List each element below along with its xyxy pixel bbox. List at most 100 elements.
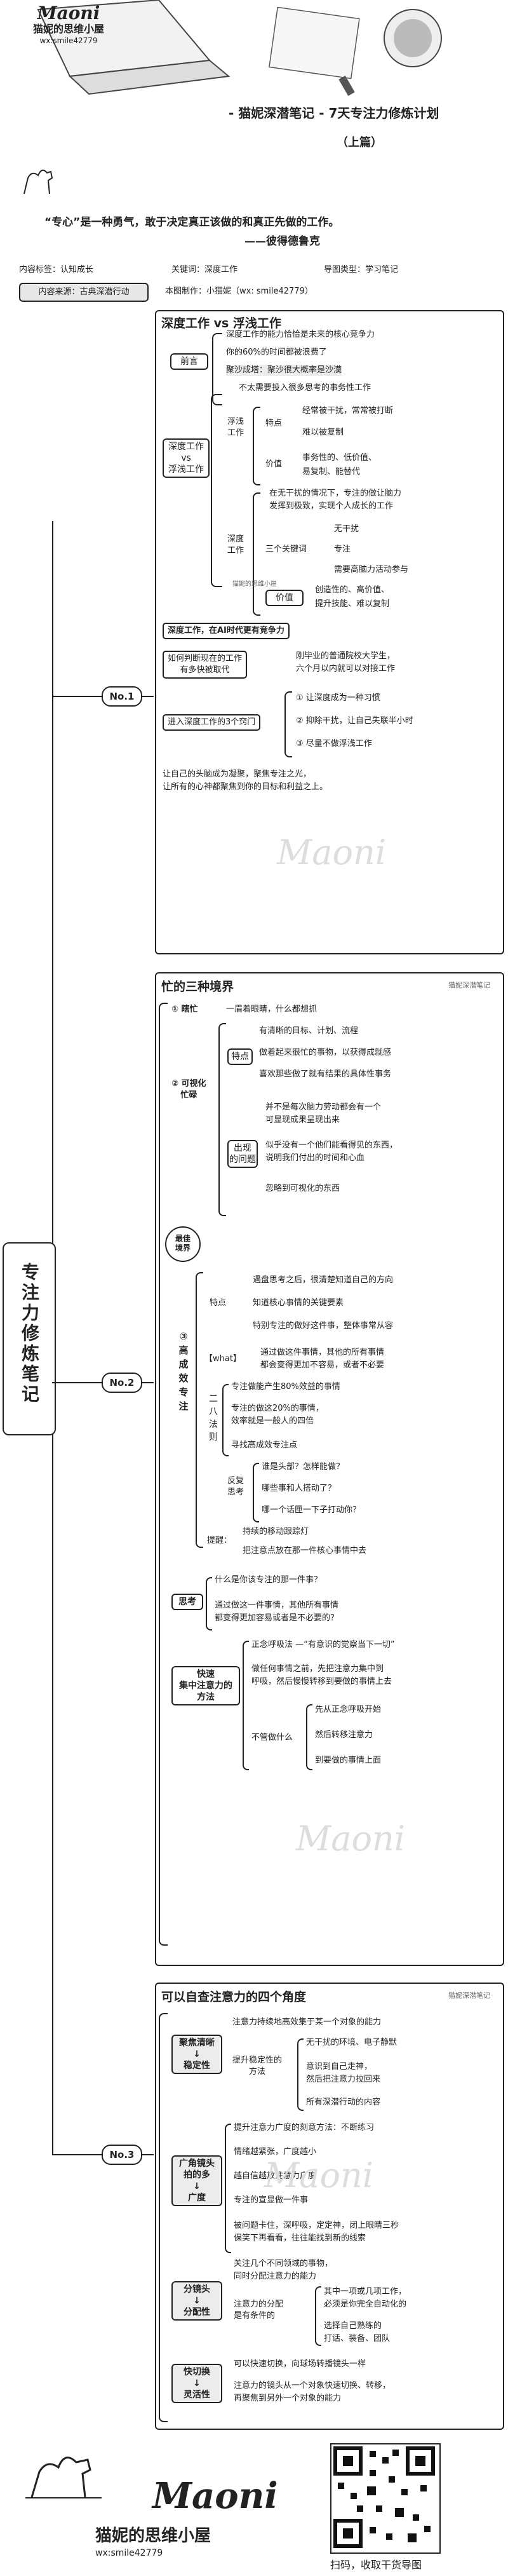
s2-prob-2: 似乎没有一个他们能看得见的东西， (265, 1141, 398, 1150)
compare-bracket (211, 394, 222, 587)
no1-panel: 深度工作 vs 浮浅工作 前言 深度工作的能力恰恰是未来的核心竞争力 你的60%… (155, 310, 504, 954)
s3-reflect-2: 哪一个话匣一下子打动你？ (262, 1505, 361, 1515)
deep-desc-1: 发挥到极致，实现个人成长的工作 (269, 501, 394, 511)
s2-prob-label: 出现 的问题 (227, 1140, 258, 1168)
no1-bg-watermark: Maoni (277, 832, 387, 872)
tag-type: 导图类型：学习笔记 (324, 265, 399, 275)
focus-2: 呼吸，然后慢慢转移到要做的事情上去 (251, 1677, 392, 1686)
s2-feat-label: 特点 (227, 1048, 253, 1065)
a3-cond: 注意力的分配 是有条件的 (234, 2300, 284, 2321)
focus-1: 做任何事情之前，先把注意力集中到 (251, 1664, 384, 1674)
s3-bracket (196, 1272, 203, 1548)
enter-item-2: ③ 尽量不做浮浅工作 (296, 739, 372, 749)
s2-prob-1: 可显现成果呈现出来 (265, 1115, 340, 1125)
root-title: 专注力修炼笔记 (19, 1263, 40, 1405)
enter-item-0: ① 让深度成为一种习惯 (296, 693, 380, 703)
quote-line2: ——彼得德鲁克 (244, 235, 320, 248)
deep-node: 深度 工作 (227, 534, 244, 555)
notdo-0: 先从正念呼吸开始 (315, 1705, 382, 1714)
enter-item-1: ② 抑除干扰，让自己失联半小时 (296, 716, 413, 726)
tag-category: 内容标签：认知成长 (19, 265, 94, 275)
no3-main-bracket (159, 2013, 168, 2422)
example-q: 如何判断现在的工作 有多快被取代 (163, 651, 248, 679)
deep-value-1: 提升技能、难以复制 (315, 599, 390, 609)
a1-item-0: 无干扰的环境、电子静默 (306, 2038, 398, 2047)
shallow-value-0: 事务性的、低价值、 (302, 453, 377, 463)
deep-value-label: 价值 (265, 590, 304, 606)
quote-line1: “专心”是一种勇气，敢于决定真正该做的和真正先做的工作。 (44, 216, 340, 229)
no3-badge: No.3 (102, 2145, 142, 2165)
focus-0: 正念呼吸法 —“有意识的觉察当下一切” (251, 1640, 395, 1650)
header-illustration (0, 0, 508, 102)
s1-desc: 一眉着眼睛，什么都想抓 (226, 1005, 318, 1014)
a3-item-2: 选择自己熟练的 (324, 2321, 382, 2331)
s3-tip-label: 提醒： (207, 1536, 232, 1545)
logo-script: Maoni (37, 3, 100, 24)
no1-badge: No.1 (102, 686, 142, 707)
shallow-feature-0: 经常被干扰，常常被打断 (302, 406, 394, 416)
a2-item-4: 被问题卡住，深呼吸，定定神，闭上眼睛三秒 (234, 2221, 399, 2230)
best-bubble-label: 最佳 境界 (175, 1234, 190, 1252)
author-label: 本图制作：小猫妮（wx: smile42779） (165, 287, 313, 296)
deep-kw-0: 无干扰 (334, 524, 359, 534)
s3-tip-0: 持续的移动跟踪灯 (243, 1527, 309, 1536)
source-badge: 内容来源：古典深潜行动 (19, 283, 149, 302)
a4-item-2: 再聚焦到另外一个对象的能力 (234, 2394, 342, 2403)
qr-code (330, 2443, 441, 2554)
page-title: - 猫妮深潜笔记 - 7天专注力修炼计划 (229, 105, 439, 121)
s2-bracket (218, 1023, 226, 1216)
a2-item-5: 保笑下再看看，往往能找到新的线索 (234, 2234, 366, 2243)
no1-watermark-stamp: 猫妮的思维小屋 (232, 581, 277, 588)
qr-pattern (333, 2446, 435, 2548)
summary-0: 让自己的头脑成为凝聚，聚焦专注之光， (163, 769, 312, 779)
no2-panel: 忙的三种境界 猫妮深潜笔记 ① 瞎忙 一眉着眼睛，什么都想抓 ② 可视化 忙碌 … (155, 972, 504, 1966)
no2-bg-watermark: Maoni (296, 1819, 406, 1859)
s3-node: ③ 高 成 效 专 注 (178, 1331, 189, 1412)
a1-item-1: 意识到自己走神， (306, 2062, 373, 2071)
s3-rule-0: 专注做能产生80%效益的事情 (231, 1382, 340, 1392)
s3-rule-bracket (222, 1384, 229, 1456)
notdo-label: 不管做什么 (251, 1733, 293, 1742)
enter-bracket (284, 691, 292, 757)
a2-node: 广角镜头 拍的多 ↓ 广度 (171, 2155, 222, 2206)
no2-badge: No.2 (102, 1373, 142, 1393)
a3-item-1: 必须是你完全自动化的 (324, 2300, 407, 2309)
s3-rule-2: 效率就是一般人的四倍 (231, 1416, 314, 1426)
info-row-1: 内容标签：认知成长 关键词：深度工作 导图类型：学习笔记 (19, 262, 502, 278)
preface-node: 前言 (170, 353, 208, 370)
a3-item-3: 打话、装备、团队 (324, 2334, 391, 2343)
a1-method: 提升稳定性的 方法 (232, 2056, 283, 2077)
shallow-value-label: 价值 (265, 459, 283, 469)
deep-kw-label: 三个关键词 (265, 545, 307, 554)
no3-stamp: 猫妮深潜笔记 (448, 1991, 490, 2000)
s2-node: ② 可视化 忙碌 (171, 1079, 206, 1100)
a2-bracket (225, 2124, 231, 2253)
a1-item-3: 所有深潜行动的内容 (306, 2098, 381, 2107)
s3-reflect-1: 哪些事和人搭动了？ (262, 1484, 337, 1493)
s3-feat-0: 遇盘思考之后，很清楚知道自己的方向 (253, 1275, 394, 1285)
camel-icon (19, 159, 57, 197)
footer-logo-id: wx:smile42779 (95, 2548, 163, 2558)
s3-rule-1: 专注的做这20%的事情， (231, 1404, 324, 1413)
s3-rule-label: 二 八 法 则 (209, 1394, 218, 1442)
deep-value-0: 创造性的、高价值、 (315, 585, 390, 595)
s3-what-0: 通过做这件事情，其他的所有事情 (260, 1348, 385, 1357)
footer-logo-script: Maoni (152, 2475, 278, 2517)
deep-kw-1: 专注 (334, 545, 351, 554)
think-0: 什么是你该专注的那一件事？ (215, 1575, 323, 1585)
a1-item-2: 然后把注意力拉回来 (306, 2075, 381, 2084)
no2-title: 忙的三种境界 (161, 980, 234, 994)
s1-node: ① 瞎忙 (171, 1005, 198, 1014)
s2-prob-0: 并不是每次脑力劳动都会有一个 (265, 1102, 382, 1112)
preface-item-0: 深度工作的能力恰恰是未来的核心竞争力 (226, 330, 375, 339)
preface-bracket (212, 333, 222, 405)
a2-item-2: 越自信越放注意力广度 (234, 2171, 317, 2181)
s3-feat-label: 特点 (210, 1298, 227, 1308)
tag-keyword: 关键词：深度工作 (171, 265, 238, 275)
focus-bracket (243, 1641, 249, 1770)
s3-reflect-0: 谁是头部？怎样能做？ (262, 1462, 345, 1472)
s3-feat-1: 知道核心事情的关键要素 (253, 1298, 344, 1308)
s2-prob-4: 忽略到可视化的东西 (265, 1184, 340, 1193)
s2-prob-3: 说明我们付出的时间和心血 (265, 1153, 365, 1163)
a4-node: 快切换 ↓ 灵活性 (171, 2364, 222, 2403)
